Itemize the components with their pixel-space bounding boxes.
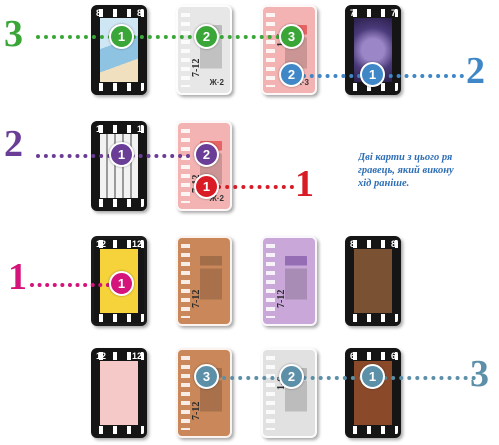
row1-badge-green-2: 2 [194,24,219,49]
row3-connector-magenta [30,283,110,287]
row4-right-number: 3 [470,355,489,393]
row2-big-number: 2 [4,125,23,163]
row1-badge-green-3: 3 [279,24,304,49]
row4-badge-slate-3: 3 [194,364,219,389]
row1-right-number: 2 [466,52,485,90]
row1-connector-green [36,35,296,39]
row3-ticket-card-3: 7-12 [261,236,317,326]
row1-big-number: 3 [4,15,23,53]
row2-badge-red-1: 1 [194,174,219,199]
row4-badge-slate-1: 1 [360,364,385,389]
row4-ticket-card-2: 7-12 [176,348,232,438]
row1-badge-green-1: 1 [109,24,134,49]
row2-badge-purple-1: 1 [109,142,134,167]
row4-connector-slate [206,376,476,380]
row3-big-number: 1 [8,258,27,296]
row4-badge-slate-2: 2 [279,364,304,389]
row3-badge-magenta-1: 1 [109,271,134,296]
row1-badge-blue-1: 1 [360,62,385,87]
row2-badge-purple-2: 2 [194,142,219,167]
rule-note: Дві карти з цього ря гравець, який викон… [358,151,499,190]
row1-badge-blue-2: 2 [279,62,304,87]
row2-connector-red [209,185,294,189]
row2-right-number: 1 [295,165,314,203]
row4-ticket-card-3: 1-6 [261,348,317,438]
row3-ticket-card-2: 7-12 [176,236,232,326]
